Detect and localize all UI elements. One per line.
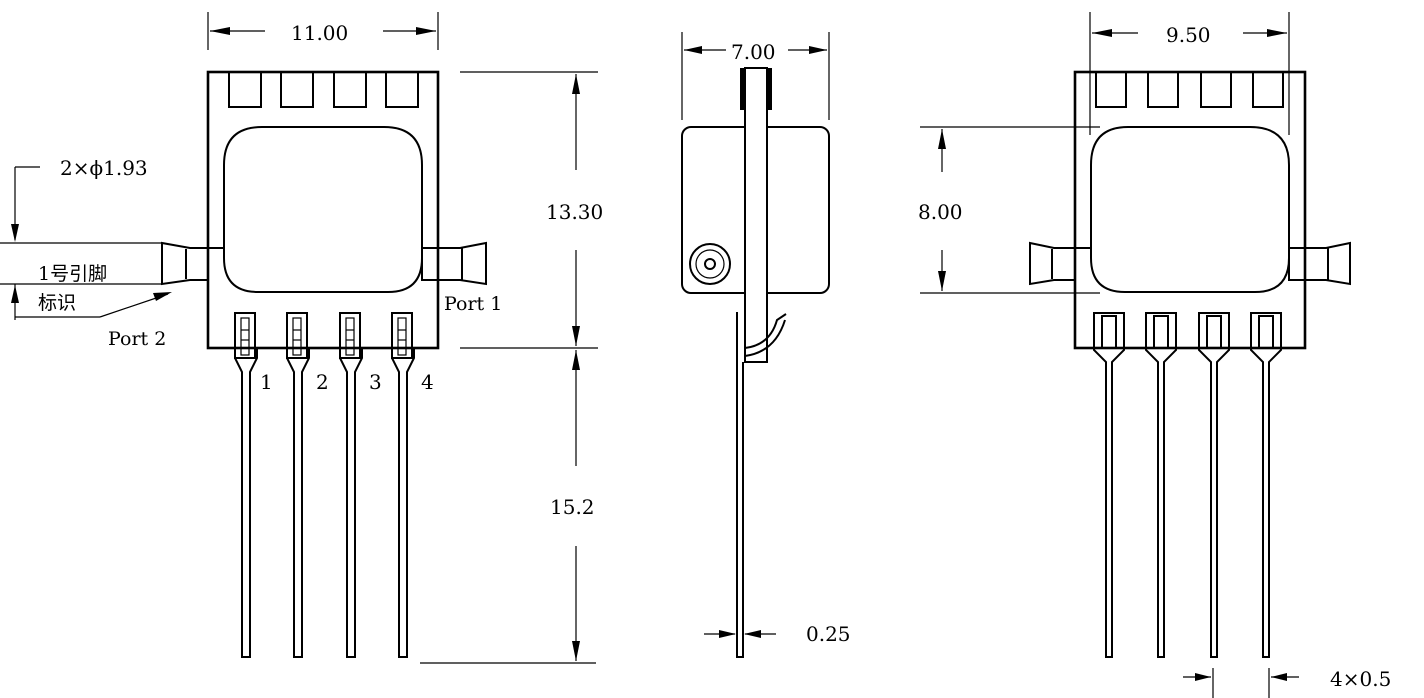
dim-rear-width (1089, 12, 1290, 135)
rear-body (1073, 70, 1307, 350)
side-view: 7.00 0.25 (681, 32, 851, 658)
rear-top-tab (1252, 71, 1284, 108)
front-view: 1 2 3 4 11.00 13.30 (0, 12, 603, 664)
side-port-outer (689, 243, 731, 285)
dim-label-rear-height: 8.00 (918, 200, 963, 224)
side-port-mid (695, 249, 725, 279)
front-port-left (161, 241, 208, 286)
dim-lead-length (420, 350, 596, 664)
dim-label-lead-thickness: 0.25 (806, 622, 851, 646)
rear-port-left (1029, 241, 1075, 286)
dim-label-front-width: 11.00 (291, 21, 348, 45)
dim-front-height (460, 71, 598, 349)
pin-label-1: 1 (260, 370, 273, 394)
side-top-block-right (767, 68, 772, 110)
rear-port-right (1288, 241, 1351, 286)
rear-pin-slots (1093, 312, 1282, 658)
dim-side-width (681, 32, 830, 120)
side-lead-bend (744, 313, 787, 357)
dim-label-rear-width: 9.50 (1166, 23, 1211, 47)
pin1-leader (15, 292, 172, 318)
front-window (208, 126, 438, 293)
pin-label-4: 4 (421, 370, 434, 394)
rear-window (1075, 126, 1305, 293)
pin-label-3: 3 (369, 370, 382, 394)
dim-port-hole (0, 166, 162, 320)
dim-rear-height (920, 126, 1100, 294)
dim-lead-thickness (704, 630, 776, 638)
pin1-marker-label-line1: 1号引脚 (38, 263, 107, 285)
dim-label-lead-length: 15.2 (550, 495, 595, 519)
side-lid (744, 67, 768, 363)
side-lead (736, 312, 744, 658)
port1-label: Port 1 (444, 293, 502, 315)
front-port-right (421, 241, 487, 286)
front-top-tab (333, 71, 367, 108)
front-leads (234, 348, 415, 658)
dim-label-lead-width: 4×0.5 (1330, 667, 1391, 691)
rear-top-tab (1200, 71, 1232, 108)
dim-label-front-height: 13.30 (546, 200, 603, 224)
port2-label: Port 2 (108, 328, 166, 350)
rear-top-tab (1147, 71, 1179, 108)
rear-view: 9.50 8.00 4×0.5 (918, 12, 1391, 698)
dim-label-side-width: 7.00 (731, 40, 776, 64)
dim-label-port-hole: 2×ϕ1.93 (60, 156, 148, 180)
front-pin-slots (234, 312, 413, 359)
rear-top-tab (1095, 71, 1127, 108)
front-top-tab (280, 71, 314, 108)
side-top-block (740, 68, 746, 110)
dim-lead-width (1183, 668, 1299, 698)
pin1-marker-label-line2: 标识 (38, 292, 76, 314)
front-body (206, 70, 440, 350)
side-port-inner (704, 258, 716, 270)
dim-front-width (207, 12, 439, 50)
front-top-tab (385, 71, 419, 108)
pin-label-2: 2 (316, 370, 329, 394)
front-top-tab (228, 71, 262, 108)
